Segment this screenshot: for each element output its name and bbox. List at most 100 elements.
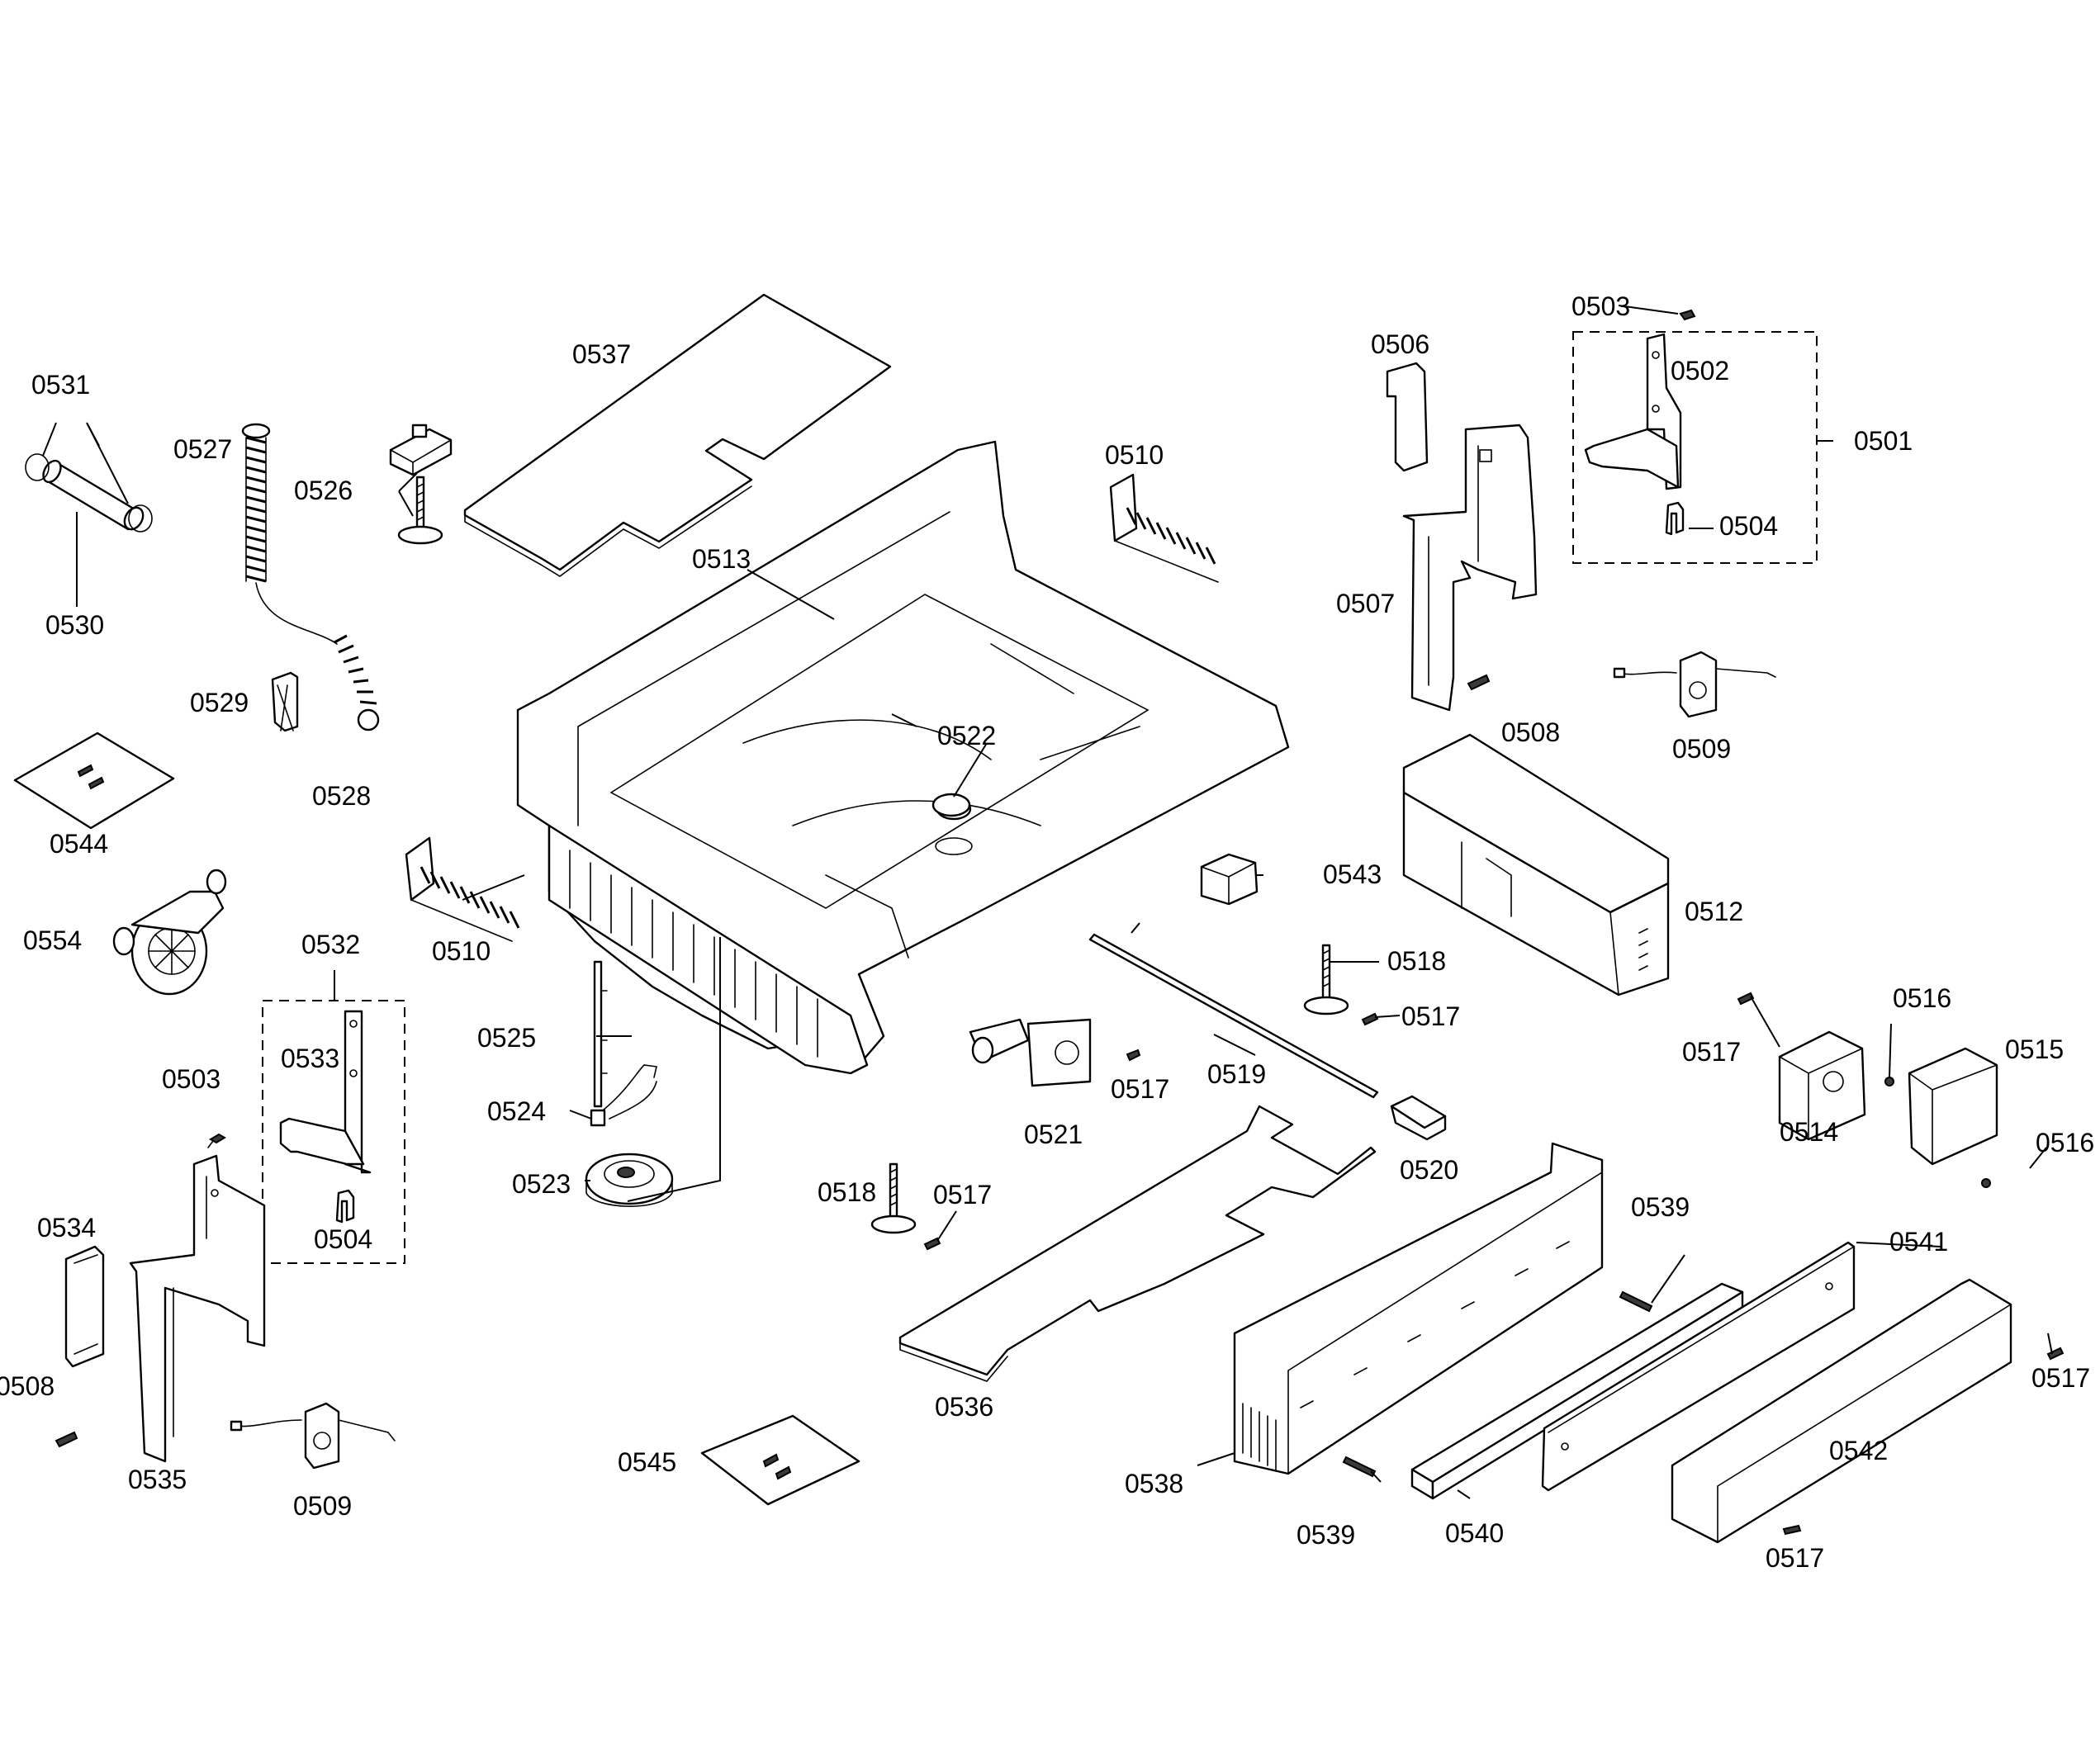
callout-0517: 0517 (2031, 1363, 2090, 1393)
callout-0503: 0503 (1571, 291, 1630, 321)
callout-0520: 0520 (1400, 1155, 1458, 1185)
part-0509-sensor-left (230, 1402, 396, 1470)
part-0508-screw-left (55, 1431, 78, 1448)
callout-0524: 0524 (487, 1096, 546, 1126)
callout-0501: 0501 (1854, 426, 1913, 456)
callout-0503: 0503 (162, 1064, 220, 1094)
callout-0523: 0523 (512, 1169, 571, 1199)
part-0521-valve (969, 1018, 1092, 1087)
part-0518-leveling-foot-left (870, 1162, 917, 1234)
callout-0535: 0535 (128, 1465, 187, 1494)
part-0510-spring-bracket-right (1109, 473, 1219, 583)
callout-0517: 0517 (1682, 1037, 1741, 1067)
callout-0509: 0509 (293, 1491, 352, 1521)
part-0503-screw-left (207, 1133, 226, 1148)
part-0539-pins (1342, 1290, 1653, 1478)
callout-0543: 0543 (1323, 859, 1382, 889)
callout-0544: 0544 (50, 829, 108, 859)
callout-0504: 0504 (314, 1224, 372, 1254)
part-0509-sensor-right (1613, 651, 1776, 718)
callout-0536: 0536 (935, 1392, 993, 1422)
callout-0530: 0530 (45, 610, 104, 640)
part-0537-cover-plate (463, 293, 892, 577)
part-0535-side-bracket (129, 1154, 266, 1463)
callout-0521: 0521 (1024, 1120, 1083, 1149)
part-0519-rod (1088, 933, 1379, 1099)
callout-0527: 0527 (173, 434, 232, 464)
leader-lines (42, 305, 2053, 1499)
callout-0515: 0515 (2005, 1034, 2064, 1064)
callout-0519: 0519 (1207, 1059, 1266, 1089)
part-0533-bracket (279, 1010, 372, 1174)
part-0514-control-box (1778, 1030, 1866, 1141)
part-0529-clip (271, 671, 299, 732)
part-0538-kick-plate (1233, 1142, 1604, 1475)
part-0527-corrugated-hose (241, 423, 380, 731)
part-0504-clip-right (1665, 501, 1685, 536)
callout-0537: 0537 (572, 339, 631, 369)
part-0526-leveling-foot (389, 424, 453, 545)
part-0503-screw-right (1679, 309, 1696, 321)
callout-0517: 0517 (1111, 1074, 1169, 1104)
callout-0526: 0526 (294, 476, 353, 505)
callout-0518: 0518 (818, 1177, 876, 1207)
callout-0506: 0506 (1371, 329, 1429, 359)
part-0517-screws (923, 992, 2064, 1536)
callout-0507: 0507 (1336, 589, 1395, 618)
callout-0522: 0522 (937, 721, 996, 750)
callout-0510: 0510 (1105, 440, 1164, 470)
part-0502-bracket (1584, 333, 1682, 490)
part-0541-trim-strip (1541, 1241, 1856, 1492)
callout-0514: 0514 (1780, 1117, 1838, 1147)
callout-0525: 0525 (477, 1023, 536, 1053)
part-0508-screw-right (1467, 674, 1491, 691)
callout-0538: 0538 (1125, 1469, 1183, 1498)
callout-0516: 0516 (2036, 1128, 2094, 1157)
callout-0517: 0517 (933, 1180, 992, 1210)
part-0504-clip-left (335, 1189, 355, 1224)
callout-labels: 0503 0502 0501 0504 0506 0510 0507 0508 … (0, 291, 2094, 1573)
part-0506-panel (1386, 362, 1429, 472)
callout-0534: 0534 (37, 1213, 96, 1243)
part-0534-cover (64, 1245, 105, 1368)
callout-0545: 0545 (618, 1447, 676, 1477)
part-0545-screw-bag (700, 1414, 860, 1506)
part-0543-relay (1200, 853, 1259, 906)
part-0515-cover-cap (1908, 1047, 1998, 1166)
callout-0513: 0513 (692, 544, 751, 574)
callout-0512: 0512 (1685, 897, 1743, 926)
part-0510-spring-bracket-left (405, 836, 520, 942)
part-0525-wire-harness (590, 960, 657, 1127)
part-0523-float (585, 1153, 674, 1207)
part-0518-leveling-foot-right (1303, 944, 1349, 1015)
part-0516-screws (1884, 1077, 1991, 1188)
callout-0516: 0516 (1893, 983, 1951, 1013)
callout-0539: 0539 (1297, 1520, 1355, 1550)
part-0520-cylinder (1390, 1095, 1447, 1141)
callout-0502: 0502 (1671, 356, 1729, 386)
callout-0508: 0508 (1501, 717, 1560, 747)
part-0554-pump (112, 869, 227, 996)
part-0544-screw-bag (13, 731, 175, 830)
callout-0554: 0554 (23, 925, 82, 955)
callout-0539: 0539 (1631, 1192, 1690, 1222)
callout-0533: 0533 (281, 1044, 339, 1073)
callout-0542: 0542 (1829, 1436, 1888, 1465)
callout-0531: 0531 (31, 370, 90, 400)
callout-0532: 0532 (301, 930, 360, 959)
part-0540-trim-bar (1410, 1282, 1744, 1500)
callout-0509: 0509 (1672, 734, 1731, 764)
callout-0517: 0517 (1766, 1543, 1824, 1573)
callout-0510: 0510 (432, 936, 491, 966)
part-0530-hose-with-clamps (25, 453, 153, 533)
callout-0504: 0504 (1719, 511, 1778, 541)
part-0536-base-plate (898, 1105, 1377, 1382)
group-box-0501 (1572, 331, 1818, 564)
callout-0541: 0541 (1889, 1227, 1948, 1257)
part-0512-control-module (1402, 733, 1670, 996)
callout-0508: 0508 (0, 1371, 55, 1401)
callout-0518: 0518 (1387, 946, 1446, 976)
part-0542-kick-panel (1671, 1278, 2012, 1544)
callout-0540: 0540 (1445, 1518, 1504, 1548)
